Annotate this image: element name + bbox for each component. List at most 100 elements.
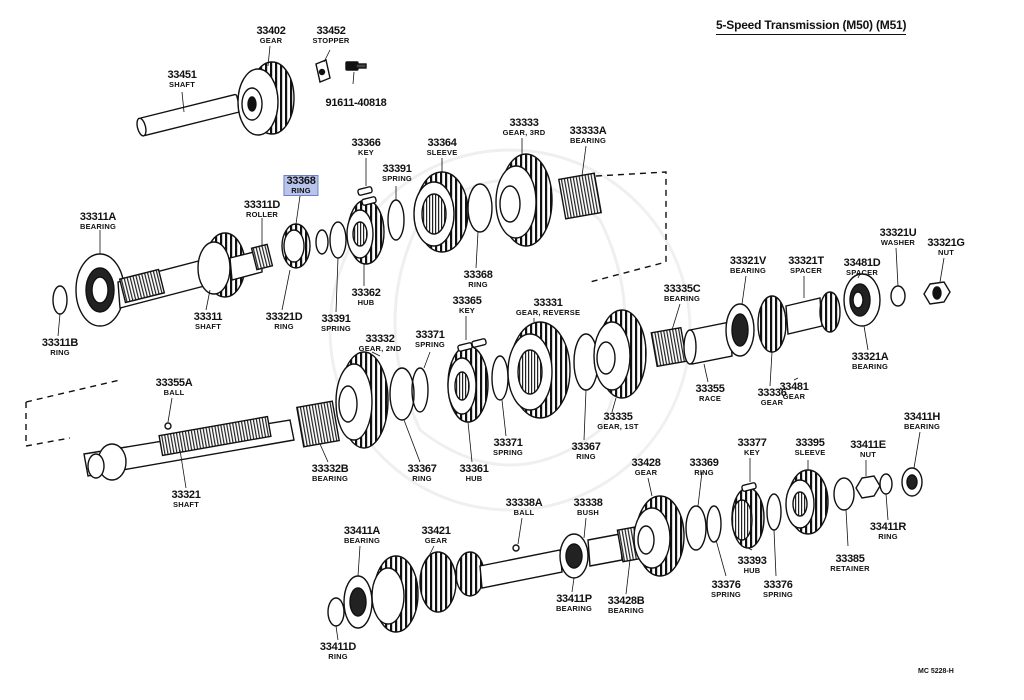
part-number: 33428 [631, 457, 661, 469]
idler-gear [237, 61, 295, 136]
part-name: KEY [458, 306, 476, 315]
gear-33481 [819, 291, 841, 333]
part-number: 33366 [351, 137, 381, 149]
part-number: 33333 [509, 117, 539, 129]
snap-ring-33311b [52, 285, 68, 315]
hub-33361 [447, 345, 489, 423]
part-name: GEAR, 2ND [358, 344, 402, 353]
part-number: 33336 [757, 387, 787, 399]
part-name: RING [274, 322, 294, 331]
gear-33428 [633, 495, 685, 577]
bearing-33411a [343, 575, 373, 629]
part-number: 33321U [879, 227, 917, 239]
race-33355 [683, 321, 733, 365]
gear-33336 [757, 295, 787, 353]
part-name: RING [576, 452, 596, 461]
part-name: RACE [698, 394, 722, 403]
part-number: 33411A [343, 525, 381, 537]
part-number: 33367 [571, 441, 601, 453]
sync-ring-33368 [281, 223, 311, 269]
part-number: 33451 [167, 69, 197, 81]
part-number: 33377 [737, 437, 767, 449]
hub-33393 [731, 487, 765, 549]
part-name: HUB [743, 566, 761, 575]
part-name: RETAINER [830, 564, 870, 573]
part-number: 33452 [316, 25, 346, 37]
part-name: HUB [357, 298, 375, 307]
part-number: 33391 [382, 163, 412, 175]
part-name: GEAR, 1ST [597, 422, 639, 431]
part-number: 33371 [415, 329, 445, 341]
part-number: 33361 [459, 463, 489, 475]
part-number: 33364 [427, 137, 457, 149]
part-callout-91611-40818[interactable]: 91611-40818 [326, 98, 387, 109]
part-number: 33355A [155, 377, 193, 389]
idler-shaft [136, 93, 241, 137]
part-name: RING [694, 468, 714, 477]
ball-33355a [164, 422, 172, 430]
key-33366 [357, 186, 373, 196]
part-name: BEARING [663, 294, 700, 303]
part-number: 33311B [41, 337, 79, 349]
part-name: SPRING [711, 590, 741, 599]
part-number: 33368 [286, 175, 316, 187]
